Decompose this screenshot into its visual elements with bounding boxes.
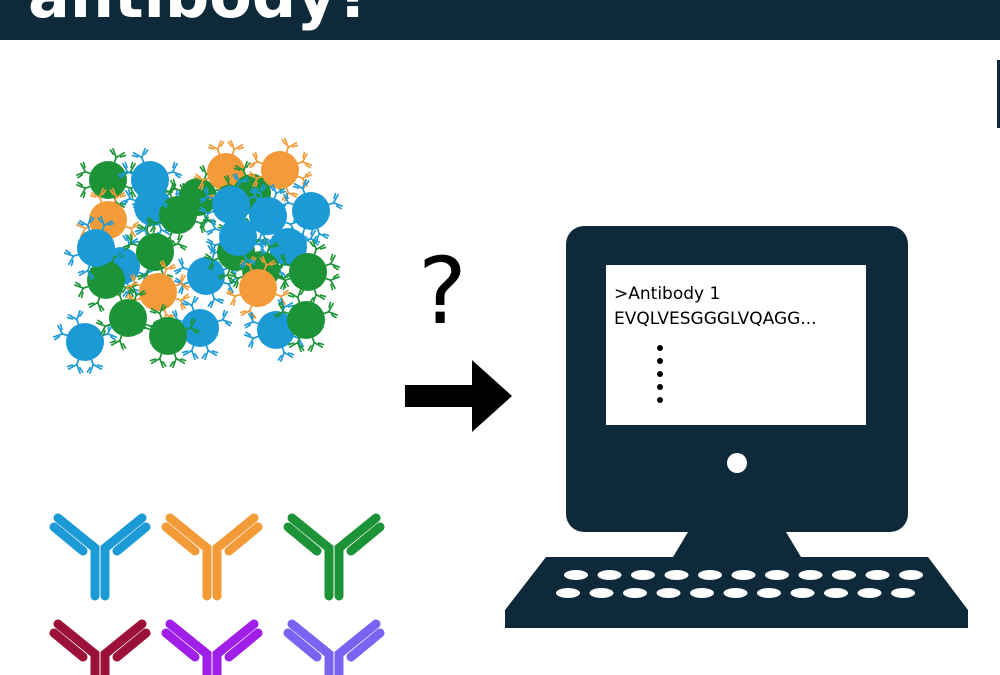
cell-circle <box>187 257 225 295</box>
antibody-cell <box>122 219 188 285</box>
sequence-line: EVQLVESGGGLVQAGG... <box>614 309 817 329</box>
antibody-cell <box>278 178 344 244</box>
ellipsis-dot <box>657 397 663 403</box>
cell-circle <box>239 269 277 307</box>
keyboard-key <box>723 588 748 598</box>
antibody-cell <box>135 303 201 369</box>
cell-circle <box>87 261 125 299</box>
antibody-cell <box>125 259 191 325</box>
ellipsis-dots <box>657 345 663 403</box>
antibody-cell <box>243 297 309 363</box>
cell-circle <box>181 309 219 347</box>
computer-icon <box>505 226 968 628</box>
cell-circle <box>219 218 257 256</box>
ellipsis-dot <box>657 384 663 390</box>
keyboard-key <box>564 570 588 580</box>
antibody-cell <box>145 182 211 248</box>
keyboard-key <box>698 570 722 580</box>
ellipsis-dot <box>657 358 663 364</box>
antibody-cell <box>167 295 233 361</box>
arrow-right-icon <box>405 360 512 432</box>
antibody-cell <box>193 139 259 205</box>
keyboard-key <box>891 588 915 598</box>
antibody-icon <box>283 619 385 675</box>
antibody-icon <box>161 619 263 675</box>
keyboard-key <box>790 588 815 598</box>
cell-circle <box>292 192 330 230</box>
keyboard-key <box>832 570 856 580</box>
antibody-cell-cluster <box>52 137 344 375</box>
antibody-cell <box>63 215 129 281</box>
keyboard-key <box>664 570 689 580</box>
page-title: antibody? <box>28 0 373 34</box>
cell-circle <box>287 301 325 339</box>
keyboard-key <box>589 588 614 598</box>
keyboard-key <box>731 570 756 580</box>
cell-circle <box>261 151 299 189</box>
keyboard-key <box>556 588 580 598</box>
cell-circle <box>212 186 250 224</box>
keyboard-key <box>757 588 781 598</box>
keyboard-key <box>899 570 923 580</box>
ellipsis-dot <box>657 371 663 377</box>
cell-circle <box>249 197 287 235</box>
antibody-cell <box>117 147 183 213</box>
question-mark: ? <box>418 238 467 345</box>
cell-circle <box>139 273 177 311</box>
antibody-cell <box>235 183 301 249</box>
keyboard-key <box>765 570 789 580</box>
cell-circle <box>131 161 169 199</box>
edge-divider <box>997 60 1000 128</box>
cell-circle <box>66 323 104 361</box>
sequence-header-line: >Antibody 1 <box>614 284 721 304</box>
antibody-legend <box>49 513 385 675</box>
keyboard-key <box>857 588 882 598</box>
keyboard-key <box>631 570 655 580</box>
keyboard-key <box>690 588 714 598</box>
antibody-cell <box>52 309 118 375</box>
antibody-cell <box>198 172 264 238</box>
antibody-cell <box>247 137 313 203</box>
ellipsis-dot <box>657 345 663 351</box>
antibody-icon <box>283 513 385 601</box>
keyboard-key <box>623 588 647 598</box>
antibody-cell <box>75 147 141 213</box>
cell-circle <box>77 229 115 267</box>
keyboard-keys <box>556 570 923 598</box>
antibody-cell <box>273 287 339 353</box>
cell-circle <box>289 253 327 291</box>
screen <box>606 265 866 425</box>
header-bar: antibody? <box>0 0 1000 40</box>
monitor-stand <box>670 532 804 562</box>
antibody-icon <box>49 513 151 601</box>
cell-circle <box>207 153 245 191</box>
cell-circle <box>89 161 127 199</box>
cell-circle <box>136 233 174 271</box>
cell-circle <box>149 317 187 355</box>
antibody-icon <box>49 619 151 675</box>
cell-circle <box>109 299 147 337</box>
antibody-cell <box>225 255 291 321</box>
antibody-cell <box>205 204 271 270</box>
keyboard-key <box>597 570 622 580</box>
sequence-text: >Antibody 1 EVQLVESGGGLVQAGG... <box>614 282 817 332</box>
antibody-cell <box>95 285 161 351</box>
keyboard-key <box>656 588 681 598</box>
keyboard-key <box>865 570 890 580</box>
keyboard-key <box>798 570 823 580</box>
keyboard-key <box>824 588 848 598</box>
antibody-icon <box>161 513 263 601</box>
power-button <box>727 453 747 473</box>
antibody-cell <box>73 247 139 313</box>
antibody-cell <box>275 239 341 305</box>
cell-circle <box>257 311 295 349</box>
antibody-cell <box>173 243 239 309</box>
cell-circle <box>159 196 197 234</box>
